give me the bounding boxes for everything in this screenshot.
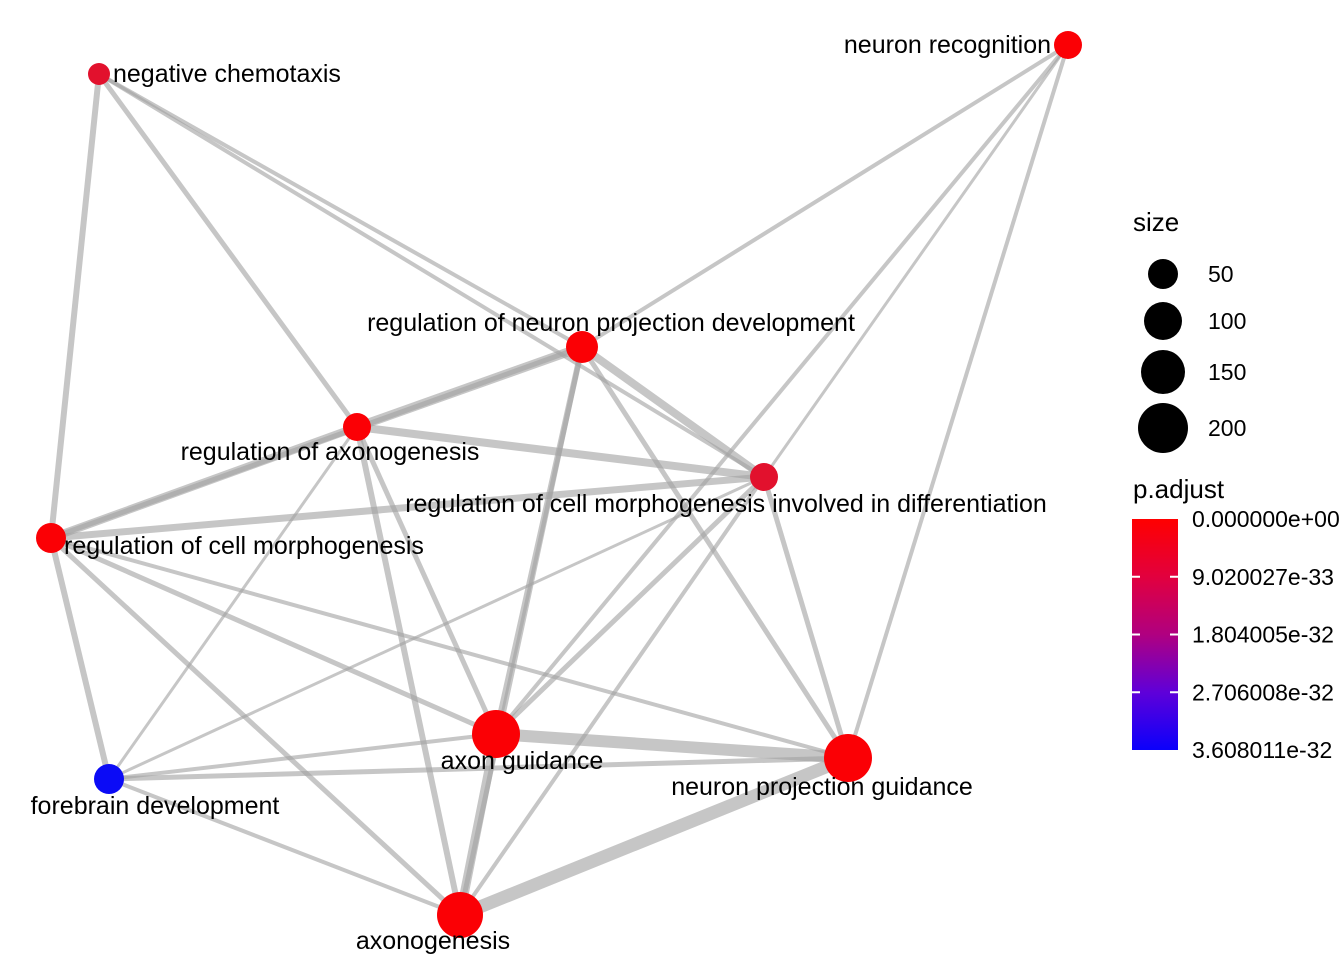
padjust-colorbar-labels: 0.000000e+00 9.020027e-33 1.804005e-32 2.70… [1192,506,1340,763]
edge-regulation-of-axonogenesis--regulation-of-cell-morphogenesis [49,423,359,542]
edge-regulation-of-cell-morphogenesis-involved-in-differentiation--axon-guidance [494,475,766,736]
label-forebrain-development: forebrain development [31,792,280,820]
padjust-legend: p.adjust 0.000000e+00 9.020027e-33 1.80400… [1132,474,1340,763]
edge-regulation-of-cell-morphogenesis-involved-in-differentiation--neuron-projection-guidance [761,476,851,759]
size-legend-value-200: 200 [1208,415,1246,441]
size-legend-swatch-150 [1141,350,1185,394]
node-neuron-recognition [1054,31,1082,59]
node-regulation-of-axonogenesis [343,413,371,441]
label-axon-guidance: axon guidance [441,747,604,775]
edge-neuron-recognition--regulation-of-neuron-projection-development [580,43,1070,349]
padjust-label-3.608011e-32: 3.608011e-32 [1192,737,1332,763]
edge-regulation-of-neuron-projection-development--neuron-projection-guidance [579,345,851,760]
edge-regulation-of-cell-morphogenesis-involved-in-differentiation--regulation-of-cell-morphogenesis [50,473,765,542]
size-legend: size 50 100 150 200 [1133,207,1246,453]
label-regulation-of-axonogenesis: regulation of axonogenesis [181,438,480,466]
edge-negative-chemotaxis--regulation-of-axonogenesis [96,72,360,429]
edge-neuron-recognition--neuron-projection-guidance [846,44,1070,759]
edge-forebrain-development--neuron-projection-guidance [108,755,849,782]
node-axon-guidance [472,710,520,758]
node-neuron-projection-guidance [824,734,872,782]
edge-neuron-recognition--axon-guidance [494,43,1070,736]
node-label-layer: negative chemotaxis neuron recognition reg… [31,31,1051,955]
edge-neuron-recognition--regulation-of-cell-morphogenesis-involved-in-differentiation [762,44,1070,478]
edge-axon-guidance--forebrain-development [108,732,497,781]
size-legend-value-50: 50 [1208,261,1234,287]
edge-layer [48,43,1070,922]
edge-regulation-of-cell-morphogenesis--axon-guidance [49,535,498,737]
edge-negative-chemotaxis--regulation-of-cell-morphogenesis [48,73,102,539]
size-legend-items: 50 100 150 200 [1138,259,1246,453]
edge-regulation-of-axonogenesis--forebrain-development [107,426,359,780]
label-regulation-of-cell-morphogenesis-involved-in-differentiation: regulation of cell morphogenesis involve… [405,490,1047,518]
label-neuron-recognition: neuron recognition [844,31,1051,59]
node-regulation-of-cell-morphogenesis-involved-in-differentiation [750,463,778,491]
edge-regulation-of-cell-morphogenesis--neuron-projection-guidance [50,536,849,760]
edge-regulation-of-axonogenesis--regulation-of-cell-morphogenesis-involved-in-differentiation [356,423,765,481]
node-forebrain-development [94,764,124,794]
size-legend-title: size [1133,207,1179,237]
node-regulation-of-neuron-projection-development [566,331,598,363]
size-legend-value-150: 150 [1208,359,1246,385]
size-legend-swatch-200 [1138,403,1188,453]
edge-neuron-projection-guidance--axonogenesis [457,751,851,922]
edge-regulation-of-cell-morphogenesis-involved-in-differentiation--axonogenesis [458,475,766,917]
padjust-label-1.804005e-32: 1.804005e-32 [1192,622,1334,648]
size-legend-value-100: 100 [1208,308,1246,334]
padjust-label-0.000000e+00: 0.000000e+00 [1192,506,1340,532]
node-negative-chemotaxis [88,63,110,85]
padjust-label-2.706008e-32: 2.706008e-32 [1192,679,1334,705]
size-legend-swatch-50 [1148,259,1178,289]
node-regulation-of-cell-morphogenesis [36,523,66,553]
label-axonogenesis: axonogenesis [356,927,510,955]
size-legend-swatch-100 [1144,302,1182,340]
node-layer [36,31,1082,938]
edge-axon-guidance--neuron-projection-guidance [495,728,849,764]
label-regulation-of-cell-morphogenesis: regulation of cell morphogenesis [64,532,424,560]
edge-regulation-of-axonogenesis--axon-guidance [354,425,499,736]
padjust-label-9.020027e-33: 9.020027e-33 [1192,564,1334,590]
padjust-colorbar-ticks [1132,575,1178,694]
node-axonogenesis [437,892,483,938]
edge-regulation-of-neuron-projection-development--regulation-of-cell-morphogenesis-involved-in-differentiation [579,343,767,481]
edge-axon-guidance--axonogenesis [455,733,501,916]
edge-regulation-of-cell-morphogenesis--axonogenesis [49,536,462,917]
edge-regulation-of-cell-morphogenesis-involved-in-differentiation--forebrain-development [108,475,765,781]
edge-negative-chemotaxis--regulation-of-cell-morphogenesis-involved-in-differentiation [97,72,766,479]
edge-regulation-of-cell-morphogenesis--forebrain-development [48,537,112,780]
label-negative-chemotaxis: negative chemotaxis [113,60,341,88]
label-regulation-of-neuron-projection-development: regulation of neuron projection developm… [367,309,855,337]
edge-forebrain-development--axonogenesis [108,777,461,917]
label-neuron-projection-guidance: neuron projection guidance [671,773,973,801]
padjust-legend-title: p.adjust [1133,474,1225,504]
edge-negative-chemotaxis--regulation-of-neuron-projection-development [98,72,583,349]
